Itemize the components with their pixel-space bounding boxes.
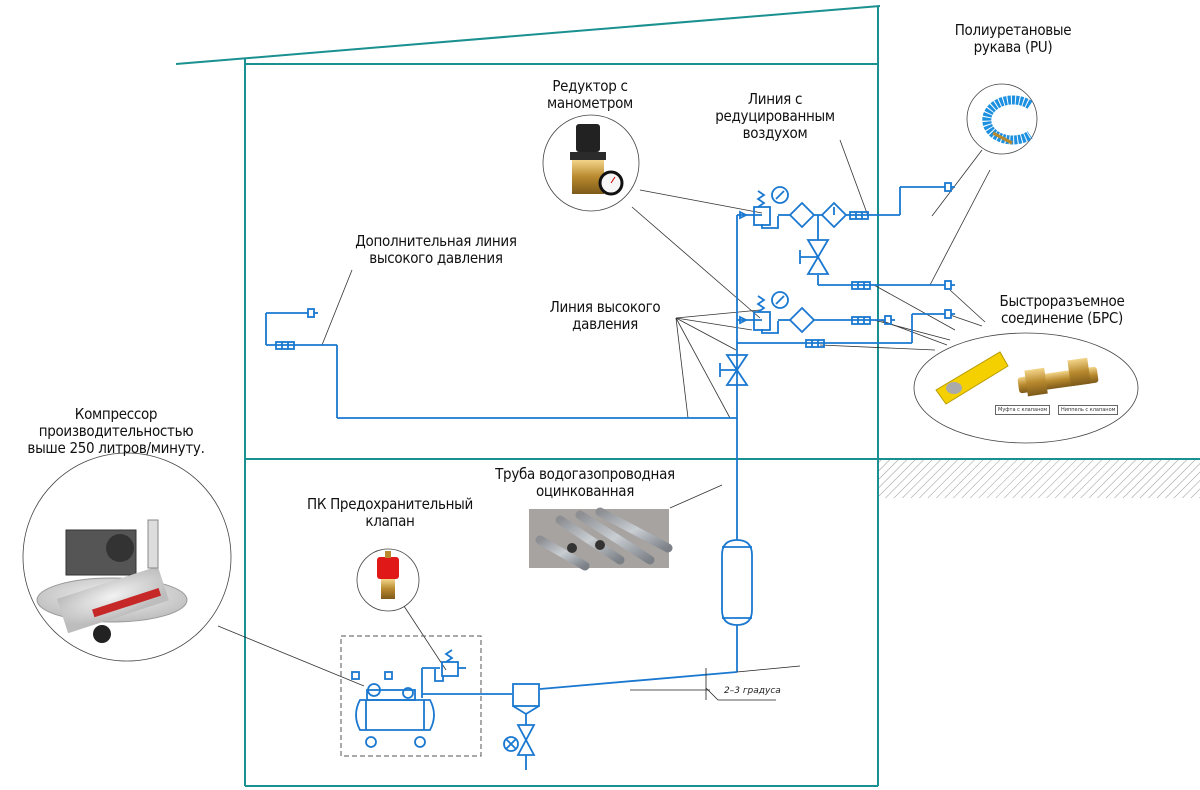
reducer-label: Редуктор с манометром — [534, 78, 646, 112]
safety-valve-label-line: клапан — [365, 512, 415, 530]
reduced-air-line-label-line: Линия с — [747, 90, 803, 108]
reducer-photo-callout — [542, 114, 640, 212]
slope-marker — [630, 665, 801, 701]
reduced-air-line-label: Линия с редуцированным воздухом — [700, 91, 850, 142]
coupling-socket-caption: Муфта с клапаном — [995, 405, 1051, 415]
ground-hatching — [879, 460, 1200, 498]
quick-coupling-label-line: соединение (БРС) — [1001, 309, 1123, 327]
hp-line-label-line: Линия высокого — [549, 298, 661, 316]
pu-hoses-label: Полиуретановые рукава (PU) — [938, 22, 1088, 56]
compressor-unit-frame — [340, 635, 482, 757]
slope-label: 2–3 градуса — [724, 686, 781, 696]
air-receiver — [721, 539, 753, 626]
quick-coupling-label-line: Быстроразъемное — [999, 292, 1125, 310]
compressor-photo-callout — [22, 452, 232, 662]
leader-lines — [217, 139, 991, 687]
reduced-air-line-label-line: редуцированным — [715, 107, 835, 125]
safety-valve-photo-callout — [356, 548, 420, 612]
compressor-label-line: выше 250 литров/минуту. — [27, 439, 205, 457]
reducer-label-line: манометром — [547, 94, 633, 112]
safety-valve-label-line: ПК Предохранительный — [306, 495, 474, 513]
extra-hp-line-label-line: Дополнительная линия — [355, 232, 517, 250]
pu-hoses-label-line: рукава (PU) — [973, 38, 1053, 56]
pipe-photo-callout — [529, 507, 673, 571]
piping — [265, 182, 955, 770]
compressor-label: Компрессор производительностью выше 250 … — [2, 406, 230, 457]
reduced-air-line-label-line: воздухом — [742, 124, 808, 142]
compressor-label-line: производительностью — [38, 422, 194, 440]
quick-coupling-photo-callout — [913, 332, 1139, 444]
reducer-label-line: Редуктор с — [552, 77, 628, 95]
compressor-symbol — [355, 699, 435, 731]
safety-valve-label: ПК Предохранительный клапан — [290, 496, 490, 530]
galvanized-pipe-label: Труба водогазопроводная оцинкованная — [470, 466, 700, 500]
galvanized-pipe-label-line: оцинкованная — [535, 482, 635, 500]
compressor-label-line: Компрессор — [74, 405, 158, 423]
galvanized-pipe-label-line: Труба водогазопроводная — [495, 465, 675, 483]
hp-line-label-line: давления — [572, 315, 638, 333]
hp-line-label: Линия высокого давления — [530, 299, 680, 333]
hose-photo-callout — [966, 83, 1038, 155]
extra-hp-line-label: Дополнительная линия высокого давления — [336, 233, 536, 267]
coupling-nipple-caption: Ниппель с клапаном — [1058, 405, 1119, 415]
roof-line — [175, 5, 881, 65]
pu-hoses-label-line: Полиуретановые — [954, 21, 1072, 39]
extra-hp-line-label-line: высокого давления — [369, 249, 503, 267]
building-outline — [175, 5, 1200, 787]
quick-coupling-label: Быстроразъемное соединение (БРС) — [978, 293, 1146, 327]
